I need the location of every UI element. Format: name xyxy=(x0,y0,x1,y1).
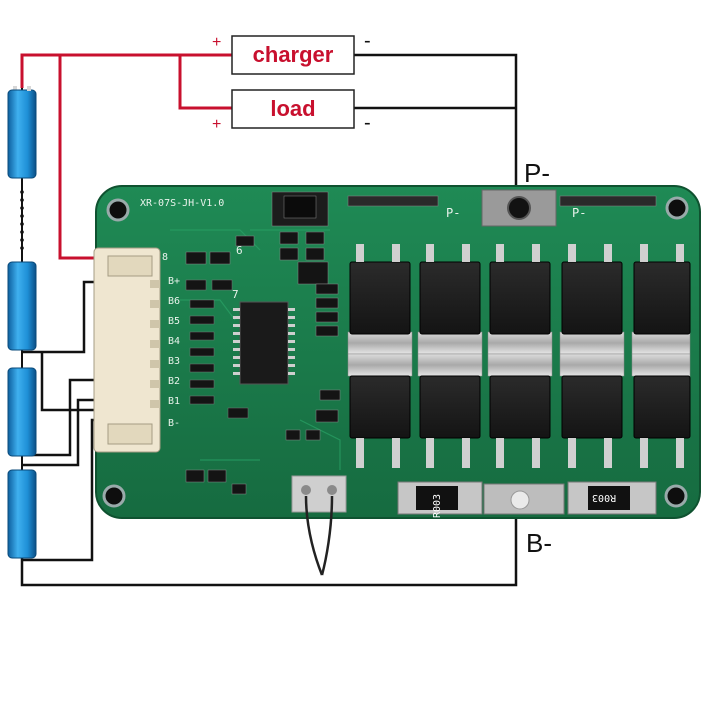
pack-positive-wire xyxy=(58,55,98,260)
p-minus-pad xyxy=(481,189,557,227)
tap-wire-1 xyxy=(22,280,98,354)
shunt-code-right: R003 xyxy=(592,492,617,503)
connector-pin-label: 8 xyxy=(162,252,169,263)
load-plus-sign: + xyxy=(212,116,222,133)
battery-cell-1 xyxy=(7,86,37,179)
mosfet-row-bottom xyxy=(347,353,691,468)
thermistor-wire xyxy=(291,475,347,576)
connector-pin-label: B5 xyxy=(168,316,181,327)
mosfet-row-top xyxy=(347,244,691,355)
board-model-silkscreen: XR-07S-JH-V1.0 xyxy=(140,198,225,209)
load-positive-wire xyxy=(178,55,232,110)
charger-plus-sign: + xyxy=(212,34,222,51)
b-minus-label: B- xyxy=(526,528,552,558)
battery-cell-3 xyxy=(7,367,37,457)
charger-label: charger xyxy=(252,42,334,67)
charger-box xyxy=(231,35,355,75)
load-label: load xyxy=(270,96,316,121)
smd-components xyxy=(185,191,657,495)
negative-wires xyxy=(20,53,518,587)
battery-cell-2 xyxy=(7,261,37,351)
p-marker-right: P- xyxy=(572,206,587,220)
pin-7-label: 7 xyxy=(232,288,239,301)
connector-pin-label: B- xyxy=(168,418,181,429)
balance-connector xyxy=(93,247,161,453)
tap-wire-2 xyxy=(22,378,98,457)
b-minus-pad xyxy=(483,483,565,515)
mosfet-tabs-top xyxy=(347,331,691,355)
connector-pin-label: B+ xyxy=(168,276,181,287)
tap-wire-4 xyxy=(40,352,98,412)
charger-negative-wire xyxy=(354,53,518,190)
b-minus-wire xyxy=(20,512,518,587)
p-marker-left: P- xyxy=(446,206,461,220)
charger-minus-sign: - xyxy=(364,30,371,52)
tap-wire-3 xyxy=(22,398,98,467)
load-minus-sign: - xyxy=(364,112,371,134)
positive-wires xyxy=(20,53,232,260)
connector-pin-label: B1 xyxy=(168,396,181,407)
protection-ic xyxy=(233,301,295,385)
shunt-code-left: R003 xyxy=(432,493,443,518)
load-box xyxy=(231,89,355,129)
balance-resistors xyxy=(185,279,249,419)
connector-pin-label: B6 xyxy=(168,296,181,307)
shunt-resistors xyxy=(397,481,657,515)
battery-ellipsis xyxy=(20,190,24,250)
connector-pin-label: B2 xyxy=(168,376,181,387)
bms-pcb xyxy=(93,185,701,576)
connector-pin-label: B3 xyxy=(168,356,181,367)
p-minus-label: P- xyxy=(524,158,550,188)
pin-6-label: 6 xyxy=(236,244,243,257)
mounting-holes xyxy=(102,196,689,508)
battery-cell-4 xyxy=(7,469,37,559)
connector-pin-label: B4 xyxy=(168,336,181,347)
charger-positive-wire xyxy=(20,53,232,88)
